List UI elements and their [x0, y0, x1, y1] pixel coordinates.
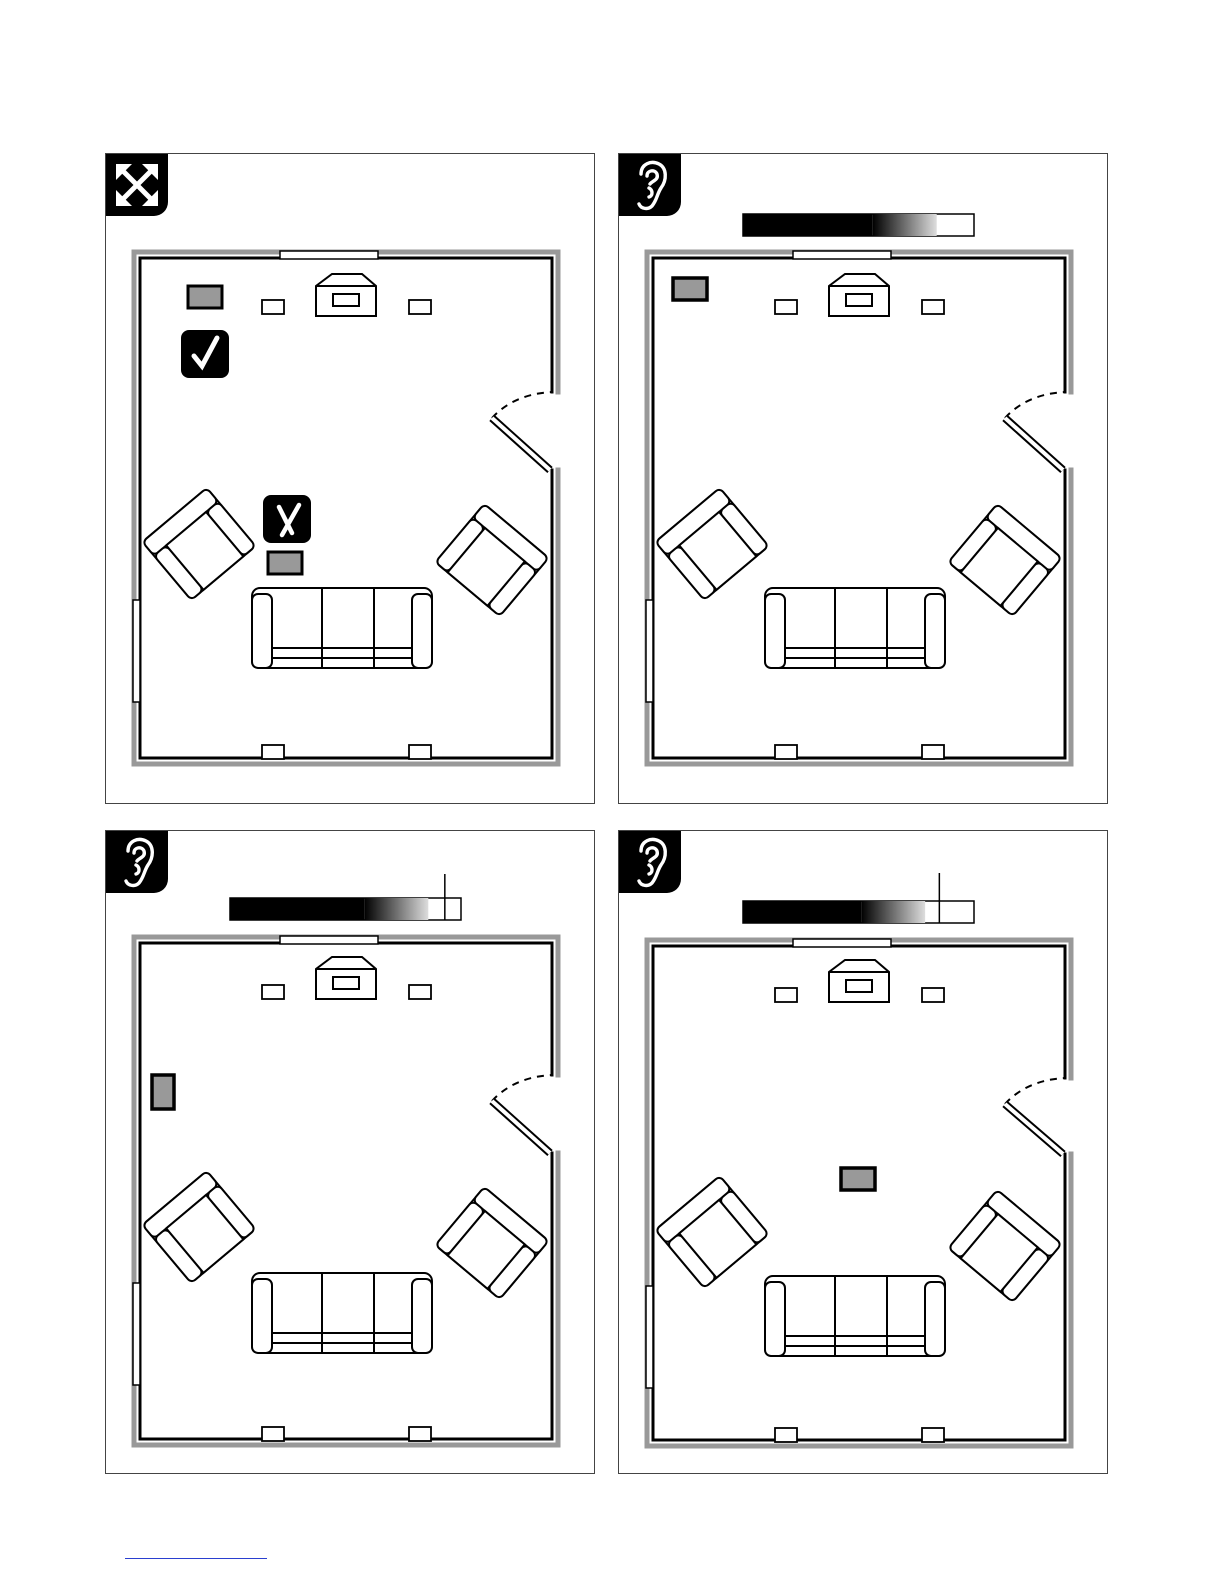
room — [646, 251, 1071, 764]
level-bar — [230, 874, 461, 920]
subwoofer-center — [268, 552, 302, 574]
tv-cabinet — [316, 274, 376, 316]
panel-2 — [618, 153, 1108, 804]
subwoofer-corner — [673, 278, 707, 300]
speaker-rear-right — [409, 745, 431, 759]
room-plan-2 — [619, 154, 1109, 805]
panel-3 — [105, 830, 595, 1474]
room-plan-4 — [619, 831, 1109, 1475]
panel-1 — [105, 153, 595, 804]
level-bar — [743, 873, 974, 923]
subwoofer-left-wall — [152, 1075, 174, 1109]
room-plan-1 — [106, 154, 596, 805]
speaker-front-right — [409, 300, 431, 314]
speaker-front-left — [262, 300, 284, 314]
armchair-left — [142, 488, 255, 600]
checkmark-icon — [181, 330, 229, 378]
door — [492, 392, 552, 470]
room — [133, 936, 558, 1445]
panel-4 — [618, 830, 1108, 1474]
sofa — [252, 588, 432, 668]
footer-rule — [125, 1558, 267, 1559]
x-mark-icon — [263, 495, 311, 543]
window-top — [280, 251, 378, 259]
room — [133, 251, 558, 764]
room-plan-3 — [106, 831, 596, 1475]
subwoofer-corner — [188, 286, 222, 308]
armchair-right — [435, 504, 548, 616]
room — [646, 939, 1071, 1446]
window-left — [133, 600, 140, 702]
speaker-rear-left — [262, 745, 284, 759]
subwoofer-center — [841, 1168, 875, 1190]
level-bar — [743, 214, 974, 236]
